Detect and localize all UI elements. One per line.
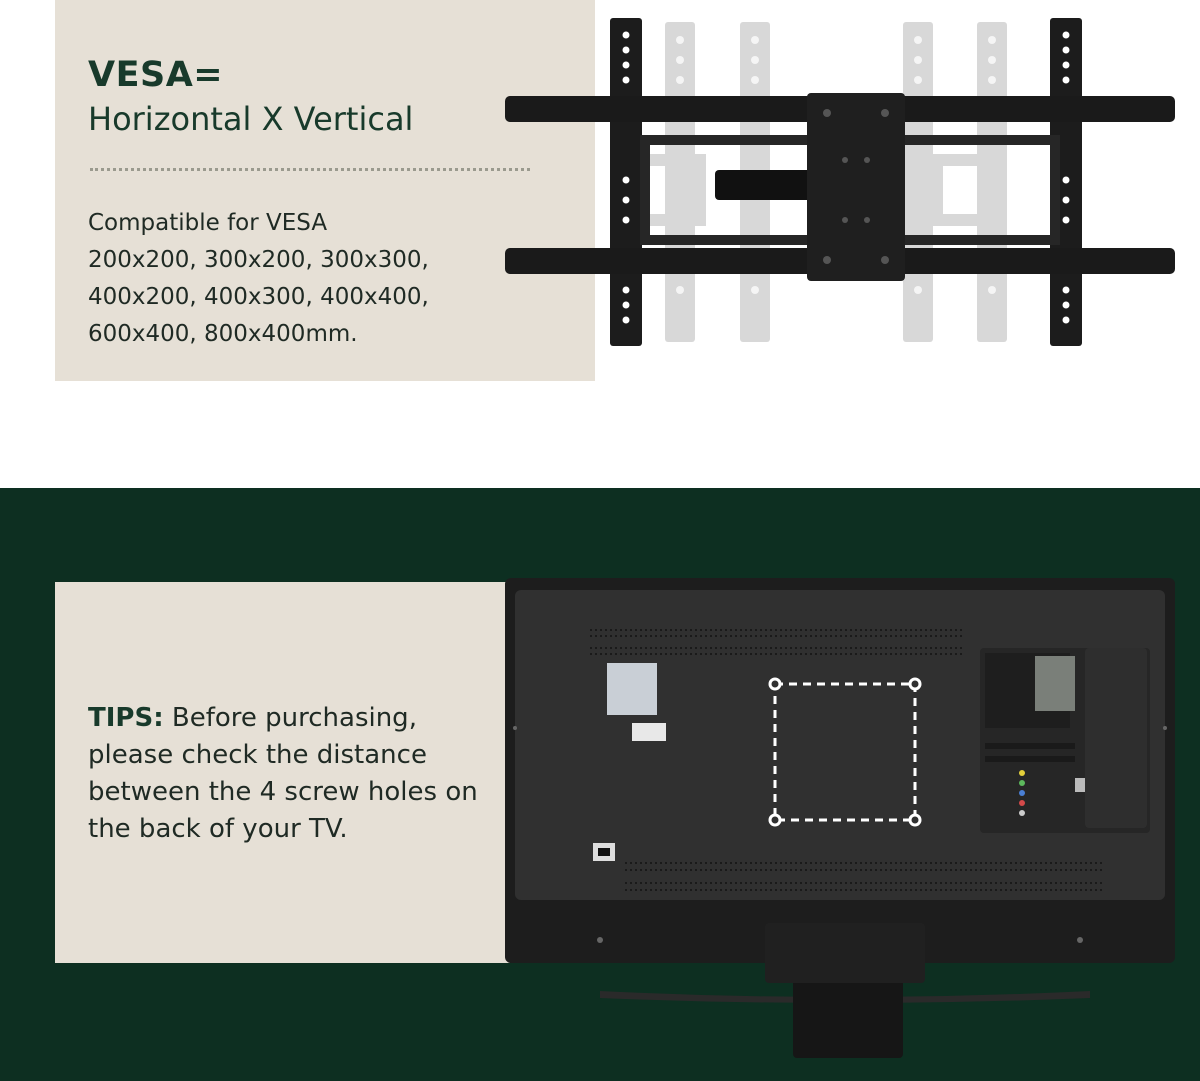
compatibility-text: Compatible for VESA 200x200, 300x200, 30… (88, 210, 429, 347)
screw-hole-icon (768, 677, 782, 691)
tv-small-sticker (632, 723, 666, 741)
plate-screws (823, 109, 889, 264)
bracket-holes (622, 31, 1070, 324)
power-socket-hole (598, 848, 610, 856)
tv-mount-image (505, 18, 1175, 346)
tv-vents (590, 629, 1105, 891)
tips-label: TIPS: (88, 703, 164, 733)
tips-card: TIPS: Before purchasing, please check th… (55, 582, 510, 963)
faded-frame (931, 154, 1003, 226)
vesa-screw-holes (768, 677, 922, 827)
vesa-info-card: VESA= Horizontal X Vertical Compatible f… (55, 0, 595, 381)
side-cover (1085, 648, 1147, 828)
screw-hole-icon (908, 677, 922, 691)
edge-screws (513, 726, 1167, 943)
vesa-subtitle: Horizontal X Vertical (88, 100, 414, 138)
port-vents (985, 743, 1075, 762)
tips-text: Before purchasing, please check the dist… (88, 703, 478, 844)
tv-label-sticker (607, 663, 657, 715)
dotted-divider (90, 168, 530, 171)
vesa-dashed-square (773, 682, 917, 822)
tv-back-image (505, 578, 1175, 1058)
vesa-title: VESA= (88, 55, 224, 95)
swing-arm (715, 170, 815, 200)
screw-hole-icon (768, 813, 782, 827)
top-section: VESA= Horizontal X Vertical Compatible f… (0, 0, 1200, 488)
screw-hole-icon (908, 813, 922, 827)
center-plate (807, 93, 905, 281)
tips-text-block: TIPS: Before purchasing, please check th… (88, 700, 498, 848)
stand-mount-plate (765, 923, 925, 983)
info-plate (1035, 656, 1075, 711)
usb-port (1075, 778, 1085, 792)
av-ports (1019, 770, 1025, 816)
